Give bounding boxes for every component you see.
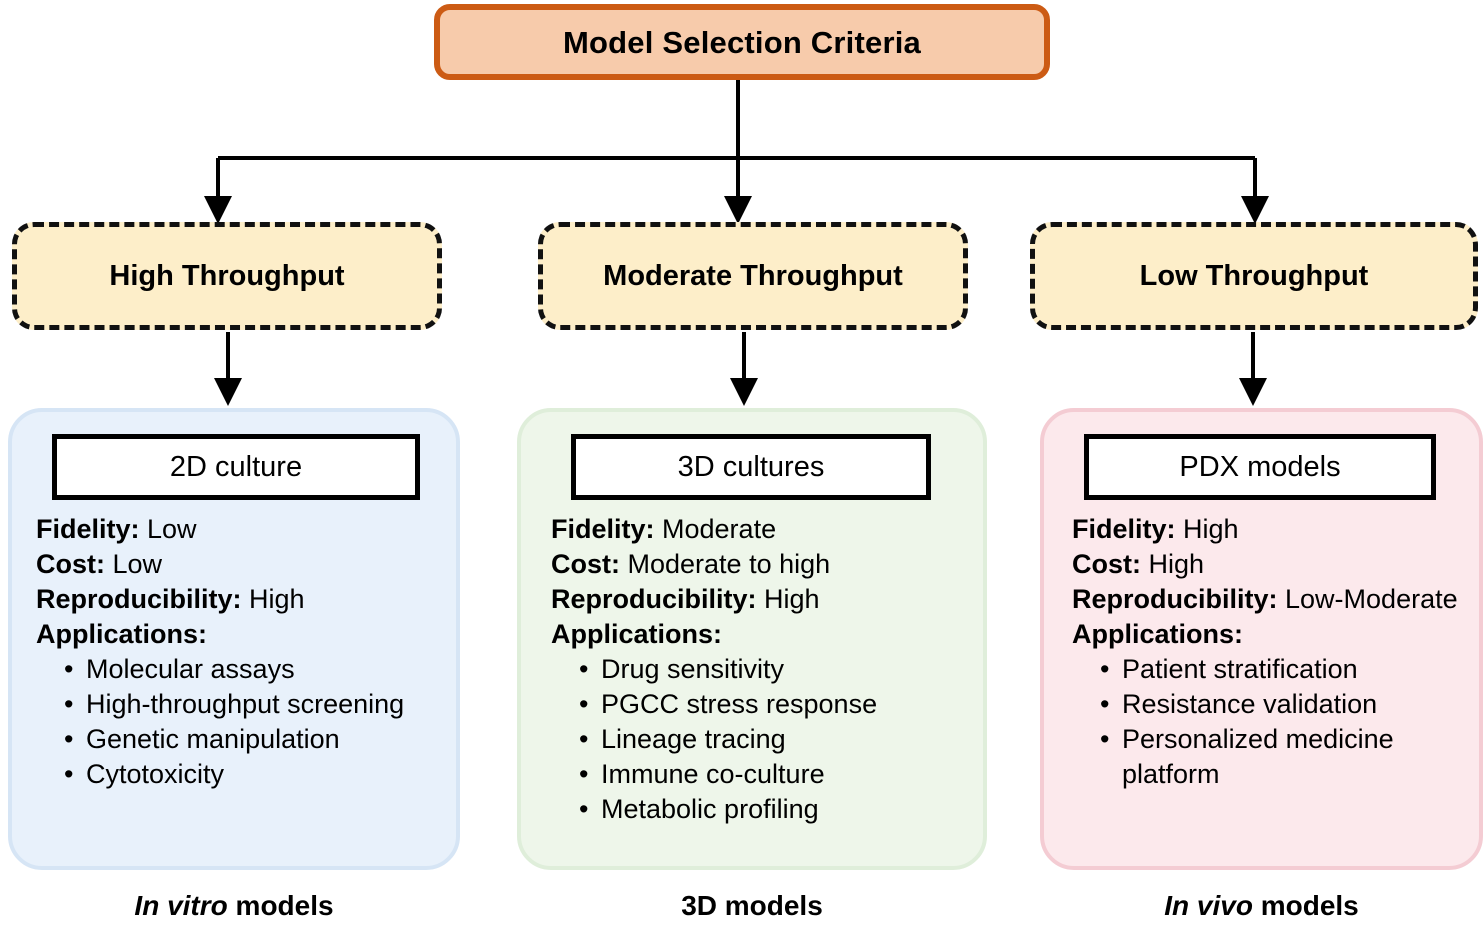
applications-label: Applications: <box>36 619 208 649</box>
attribute-value: High <box>1141 549 1205 579</box>
attribute-cost: Cost: Moderate to high <box>551 547 971 582</box>
attribute-value: High <box>1175 514 1239 544</box>
model-title-box[interactable]: 2D culture <box>52 434 420 500</box>
throughput-node-high[interactable]: High Throughput <box>12 222 442 330</box>
attribute-key: Reproducibility: <box>36 584 242 614</box>
attribute-key: Fidelity: <box>36 514 140 544</box>
model-title-box[interactable]: 3D cultures <box>571 434 931 500</box>
model-panel-pdx-models: PDX models Fidelity: High Cost: High Rep… <box>1040 408 1483 870</box>
model-details: Fidelity: Moderate Cost: Moderate to hig… <box>551 512 971 827</box>
list-item: Personalized medicine platform <box>1100 722 1467 792</box>
attribute-value: Moderate to high <box>620 549 831 579</box>
attribute-key: Cost: <box>36 549 105 579</box>
attribute-cost: Cost: High <box>1072 547 1467 582</box>
list-item: Drug sensitivity <box>579 652 971 687</box>
root-node-model-selection-criteria[interactable]: Model Selection Criteria <box>434 4 1050 80</box>
list-item: Resistance validation <box>1100 687 1467 722</box>
caption-rest-part: models <box>1252 890 1359 921</box>
attribute-fidelity: Fidelity: Moderate <box>551 512 971 547</box>
list-item: Genetic manipulation <box>64 722 444 757</box>
attribute-reproducibility: Reproducibility: High <box>551 582 971 617</box>
applications-list: Molecular assays High-throughput screeni… <box>36 652 444 792</box>
attribute-value: Low <box>105 549 163 579</box>
caption-italic-part: In vivo <box>1164 890 1253 921</box>
root-node-label: Model Selection Criteria <box>563 24 921 60</box>
list-item: Metabolic profiling <box>579 792 971 827</box>
attribute-key: Fidelity: <box>551 514 655 544</box>
attribute-key: Fidelity: <box>1072 514 1176 544</box>
list-item: Cytotoxicity <box>64 757 444 792</box>
throughput-node-label: Moderate Throughput <box>603 259 903 292</box>
list-item: Patient stratification <box>1100 652 1467 687</box>
attribute-value: Low-Moderate <box>1277 584 1458 614</box>
list-item: High-throughput screening <box>64 687 444 722</box>
attribute-key: Cost: <box>551 549 620 579</box>
throughput-node-label: Low Throughput <box>1139 259 1369 292</box>
list-item: Molecular assays <box>64 652 444 687</box>
throughput-node-low[interactable]: Low Throughput <box>1030 222 1478 330</box>
attribute-key: Reproducibility: <box>551 584 757 614</box>
model-details: Fidelity: High Cost: High Reproducibilit… <box>1072 512 1467 792</box>
attribute-reproducibility: Reproducibility: High <box>36 582 444 617</box>
list-item: Immune co-culture <box>579 757 971 792</box>
list-item: PGCC stress response <box>579 687 971 722</box>
applications-list: Patient stratification Resistance valida… <box>1072 652 1467 792</box>
panel-caption-3d-models: 3D models <box>517 892 987 920</box>
panel-caption-in-vivo: In vivo models <box>1040 892 1483 920</box>
attribute-value: Moderate <box>654 514 777 544</box>
attribute-fidelity: Fidelity: High <box>1072 512 1467 547</box>
list-item: Lineage tracing <box>579 722 971 757</box>
model-panel-2d-culture: 2D culture Fidelity: Low Cost: Low Repro… <box>8 408 460 870</box>
caption-rest-part: 3D models <box>681 890 823 921</box>
model-title-label: 3D cultures <box>677 450 825 483</box>
attribute-cost: Cost: Low <box>36 547 444 582</box>
model-title-label: PDX models <box>1179 450 1341 483</box>
model-details: Fidelity: Low Cost: Low Reproducibility:… <box>36 512 444 792</box>
applications-label: Applications: <box>551 619 723 649</box>
attribute-key: Cost: <box>1072 549 1141 579</box>
model-panel-3d-cultures: 3D cultures Fidelity: Moderate Cost: Mod… <box>517 408 987 870</box>
throughput-node-moderate[interactable]: Moderate Throughput <box>538 222 968 330</box>
panel-caption-in-vitro: In vitro models <box>8 892 460 920</box>
attribute-fidelity: Fidelity: Low <box>36 512 444 547</box>
attribute-value: Low <box>139 514 197 544</box>
applications-list: Drug sensitivity PGCC stress response Li… <box>551 652 971 827</box>
caption-italic-part: In vitro <box>134 890 228 921</box>
applications-label: Applications: <box>1072 619 1244 649</box>
model-title-label: 2D culture <box>169 450 303 483</box>
attribute-value: High <box>756 584 820 614</box>
attribute-reproducibility: Reproducibility: Low-Moderate <box>1072 582 1467 617</box>
throughput-node-label: High Throughput <box>109 259 345 292</box>
model-title-box[interactable]: PDX models <box>1084 434 1436 500</box>
caption-rest-part: models <box>227 890 334 921</box>
attribute-key: Reproducibility: <box>1072 584 1278 614</box>
attribute-value: High <box>241 584 305 614</box>
